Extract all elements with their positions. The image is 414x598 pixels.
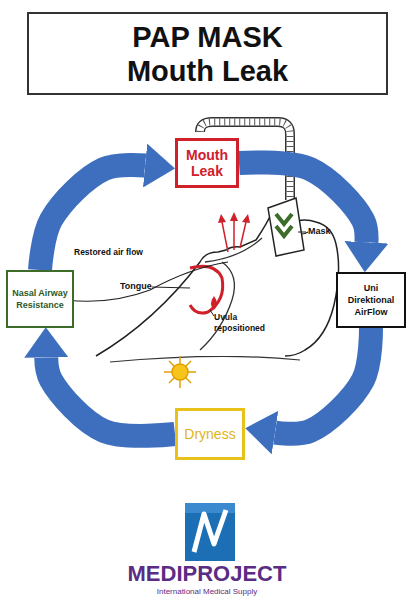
leader-line [298,232,306,233]
cycle-arrow [46,357,175,436]
box-label: Uni Direktional AirFlow [343,282,399,318]
pillow-line [110,356,300,362]
cycle-arrow [239,162,366,242]
cause-box: Uni Direktional AirFlow [336,272,406,328]
logo-mark [194,510,226,552]
box-label: Nasal Airway Resistance [12,287,68,311]
airflow-chevron [276,214,292,224]
mask-shape [268,198,304,256]
uvula-shape [211,296,217,310]
part-label: Restored air flow [74,247,164,258]
airflow-chevron [276,226,292,236]
sun-disc [172,364,188,380]
pharynx-wall [200,262,234,350]
sun-symbol [164,356,196,388]
sun-ray [169,361,191,383]
title-box: PAP MASK Mouth Leak [27,12,388,95]
part-label: Uvula repositioned [214,312,274,333]
sun-ray [169,361,191,383]
leader-line [152,287,190,288]
leak-arrow [233,220,235,250]
logo-square [185,503,235,561]
leak-arrowhead [230,212,238,221]
logo-wordmark: MEDIPROJECT [0,562,414,586]
box-label: Dryness [184,426,235,442]
leak-arrowhead [218,214,226,223]
logo-tagline: International Medical Supply [0,587,414,597]
tongue-shape [190,266,223,313]
part-label: Mask [308,226,348,237]
leak-arrow [222,222,228,252]
cycle-arrow [275,328,371,434]
part-label: Tongue [120,281,160,292]
cause-box: Nasal Airway Resistance [6,270,74,328]
leader-line [210,310,214,316]
leak-arrowhead [242,214,250,223]
leak-arrow [240,222,246,248]
box-label: Mouth Leak [178,147,236,179]
problem-box: Mouth Leak [175,138,239,188]
effect-box: Dryness [175,408,245,460]
airflow-line [66,262,228,301]
diagram-title: PAP MASK Mouth Leak [100,20,315,88]
